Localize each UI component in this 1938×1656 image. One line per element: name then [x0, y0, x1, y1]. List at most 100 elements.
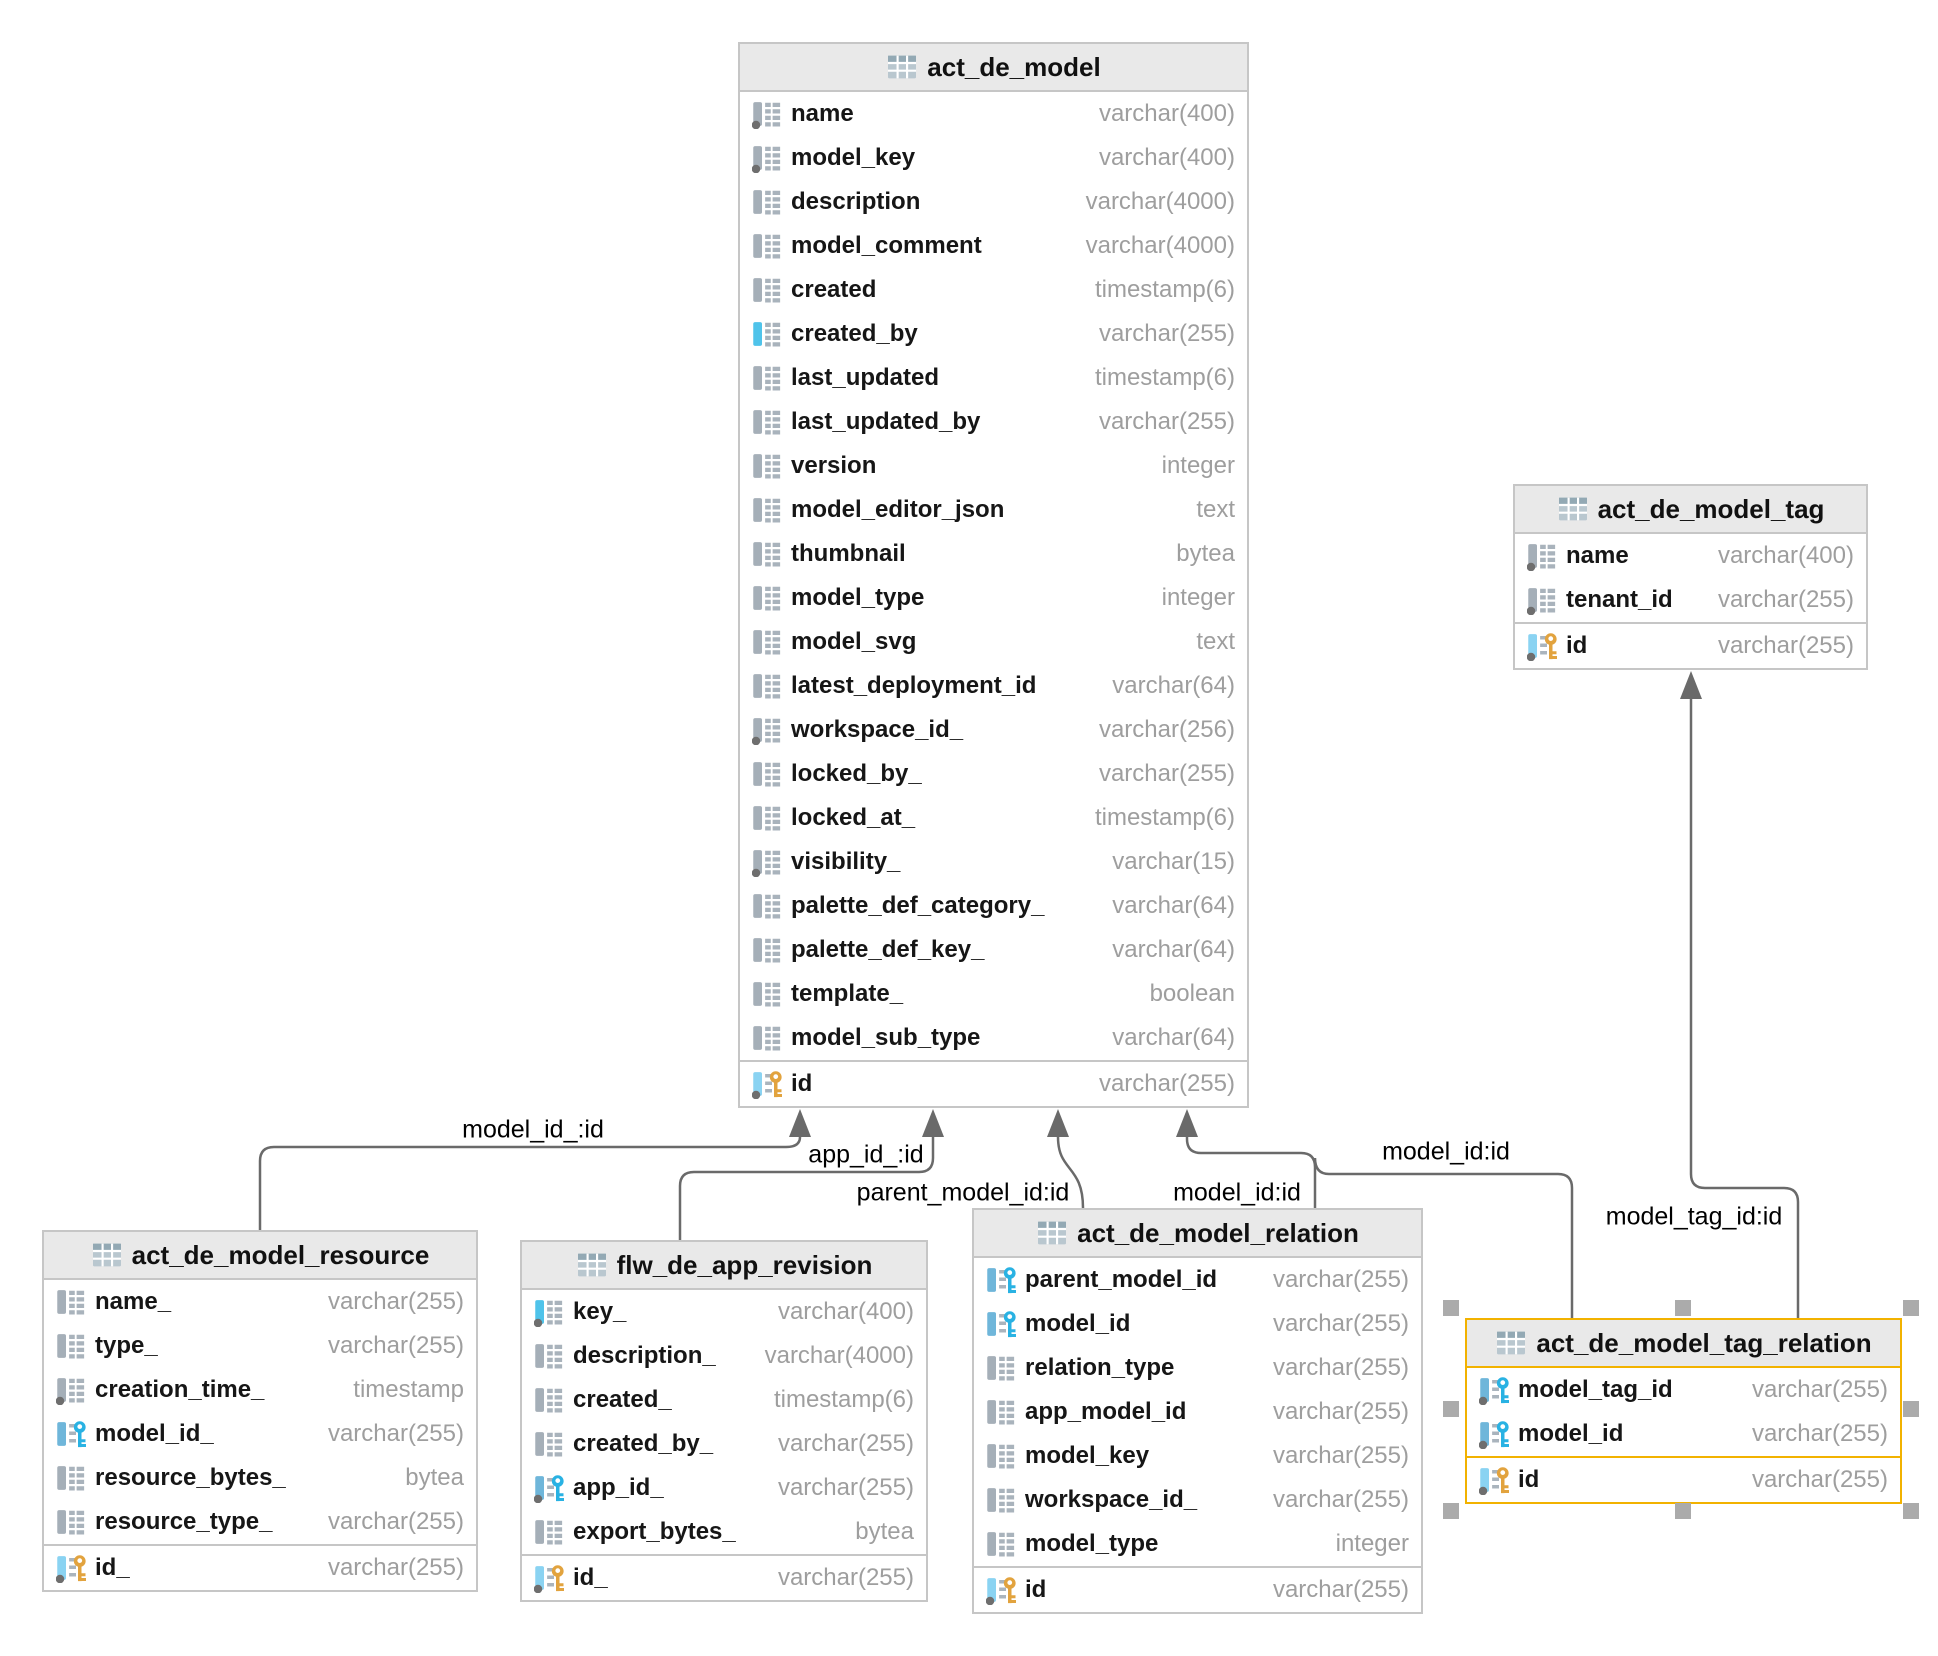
column-name: key_: [573, 1298, 627, 1325]
selection-handle[interactable]: [1443, 1503, 1459, 1519]
column-row: creation_time_timestamp: [44, 1368, 476, 1412]
table-icon: [1495, 1327, 1527, 1359]
column-type: varchar(4000): [764, 1342, 914, 1369]
column-type: varchar(255): [1272, 1576, 1409, 1603]
column-type: varchar(255): [327, 1508, 464, 1535]
column-type: varchar(255): [1098, 320, 1235, 347]
primary-key-icon: [752, 1069, 782, 1099]
column-icon: [752, 803, 782, 833]
relation-arrowhead-icon: [1680, 671, 1702, 699]
table-header[interactable]: act_de_model_tag_relation: [1467, 1320, 1900, 1368]
relation-label: parent_model_id:id: [853, 1178, 1073, 1208]
table-title: flw_de_app_revision: [616, 1249, 873, 1280]
selection-handle[interactable]: [1675, 1300, 1691, 1316]
column-icon: [56, 1463, 86, 1493]
not-null-dot: [534, 1318, 543, 1327]
table-title: act_de_model_resource: [131, 1239, 430, 1270]
column-type: varchar(64): [1112, 672, 1235, 699]
selection-handle[interactable]: [1443, 1401, 1459, 1417]
selection-handle[interactable]: [1675, 1503, 1691, 1519]
primary-key-icon: [56, 1553, 86, 1583]
relation-line[interactable]: [258, 1136, 802, 1230]
column-name: last_updated_by: [791, 408, 981, 435]
column-name: resource_type_: [95, 1508, 273, 1535]
column-name: model_svg: [791, 628, 917, 655]
column-name: latest_deployment_id: [791, 672, 1037, 699]
relation-line[interactable]: [1689, 699, 1800, 1318]
not-null-dot: [1479, 1486, 1488, 1495]
table-icon: [91, 1239, 123, 1271]
column-type: varchar(255): [1751, 1420, 1888, 1447]
column-type: timestamp(6): [773, 1386, 914, 1413]
column-type: timestamp(6): [1094, 804, 1235, 831]
table-header[interactable]: act_de_model_resource: [44, 1232, 476, 1280]
column-type: varchar(255): [1272, 1398, 1409, 1425]
column-name: created_by_: [573, 1430, 714, 1457]
relation-line[interactable]: [1056, 1136, 1085, 1209]
column-type: varchar(255): [327, 1288, 464, 1315]
primary-key-icon: [986, 1575, 1016, 1605]
column-icon: [752, 979, 782, 1009]
column-icon: [752, 539, 782, 569]
column-name: relation_type: [1025, 1354, 1175, 1381]
relation-line[interactable]: [678, 1137, 935, 1240]
column-name: model_sub_type: [791, 1024, 981, 1051]
relation-label: model_id:id: [1170, 1178, 1304, 1208]
column-row: created_by_varchar(255): [522, 1422, 926, 1466]
column-icon: [534, 1385, 564, 1415]
not-null-dot: [56, 1396, 65, 1405]
column-type: varchar(255): [327, 1420, 464, 1447]
column-type: varchar(255): [1751, 1376, 1888, 1403]
column-icon: [534, 1341, 564, 1371]
table-header[interactable]: flw_de_app_revision: [522, 1242, 926, 1290]
selection-handle[interactable]: [1903, 1300, 1919, 1316]
foreign-key-icon: [1479, 1419, 1509, 1449]
relation-label: model_tag_id:id: [1602, 1202, 1786, 1232]
column-type: varchar(255): [1272, 1266, 1409, 1293]
not-null-dot: [752, 164, 761, 173]
column-icon: [56, 1331, 86, 1361]
column-icon: [986, 1529, 1016, 1559]
column-type: varchar(255): [1272, 1486, 1409, 1513]
column-type: varchar(400): [777, 1298, 914, 1325]
foreign-key-icon: [56, 1419, 86, 1449]
column-row: relation_type varchar(255): [974, 1346, 1421, 1390]
column-row: latest_deployment_id varchar(64): [740, 664, 1247, 708]
not-null-dot: [1479, 1440, 1488, 1449]
column-type: varchar(255): [1272, 1354, 1409, 1381]
table-title: act_de_model: [927, 51, 1101, 82]
table-flw_de_app_revision[interactable]: flw_de_app_revision key_ varchar(400) descr…: [520, 1240, 928, 1602]
column-type: varchar(64): [1112, 936, 1235, 963]
column-name: description_: [573, 1342, 716, 1369]
selection-handle[interactable]: [1903, 1503, 1919, 1519]
column-name: creation_time_: [95, 1376, 265, 1403]
column-type: varchar(255): [777, 1564, 914, 1591]
column-name: visibility_: [791, 848, 901, 875]
column-type: varchar(255): [1717, 586, 1854, 613]
selection-handle[interactable]: [1443, 1300, 1459, 1316]
table-header[interactable]: act_de_model_relation: [974, 1210, 1421, 1258]
foreign-key-icon: [534, 1473, 564, 1503]
column-icon: [752, 847, 782, 877]
primary-key-icon: [1479, 1465, 1509, 1495]
table-header[interactable]: act_de_model: [740, 44, 1247, 92]
column-name: created: [791, 276, 877, 303]
table-header[interactable]: act_de_model_tag: [1515, 486, 1866, 534]
selection-handle[interactable]: [1903, 1401, 1919, 1417]
column-icon: [752, 231, 782, 261]
relation-line[interactable]: [1313, 1157, 1574, 1318]
column-row: app_id_varchar(255): [522, 1466, 926, 1510]
